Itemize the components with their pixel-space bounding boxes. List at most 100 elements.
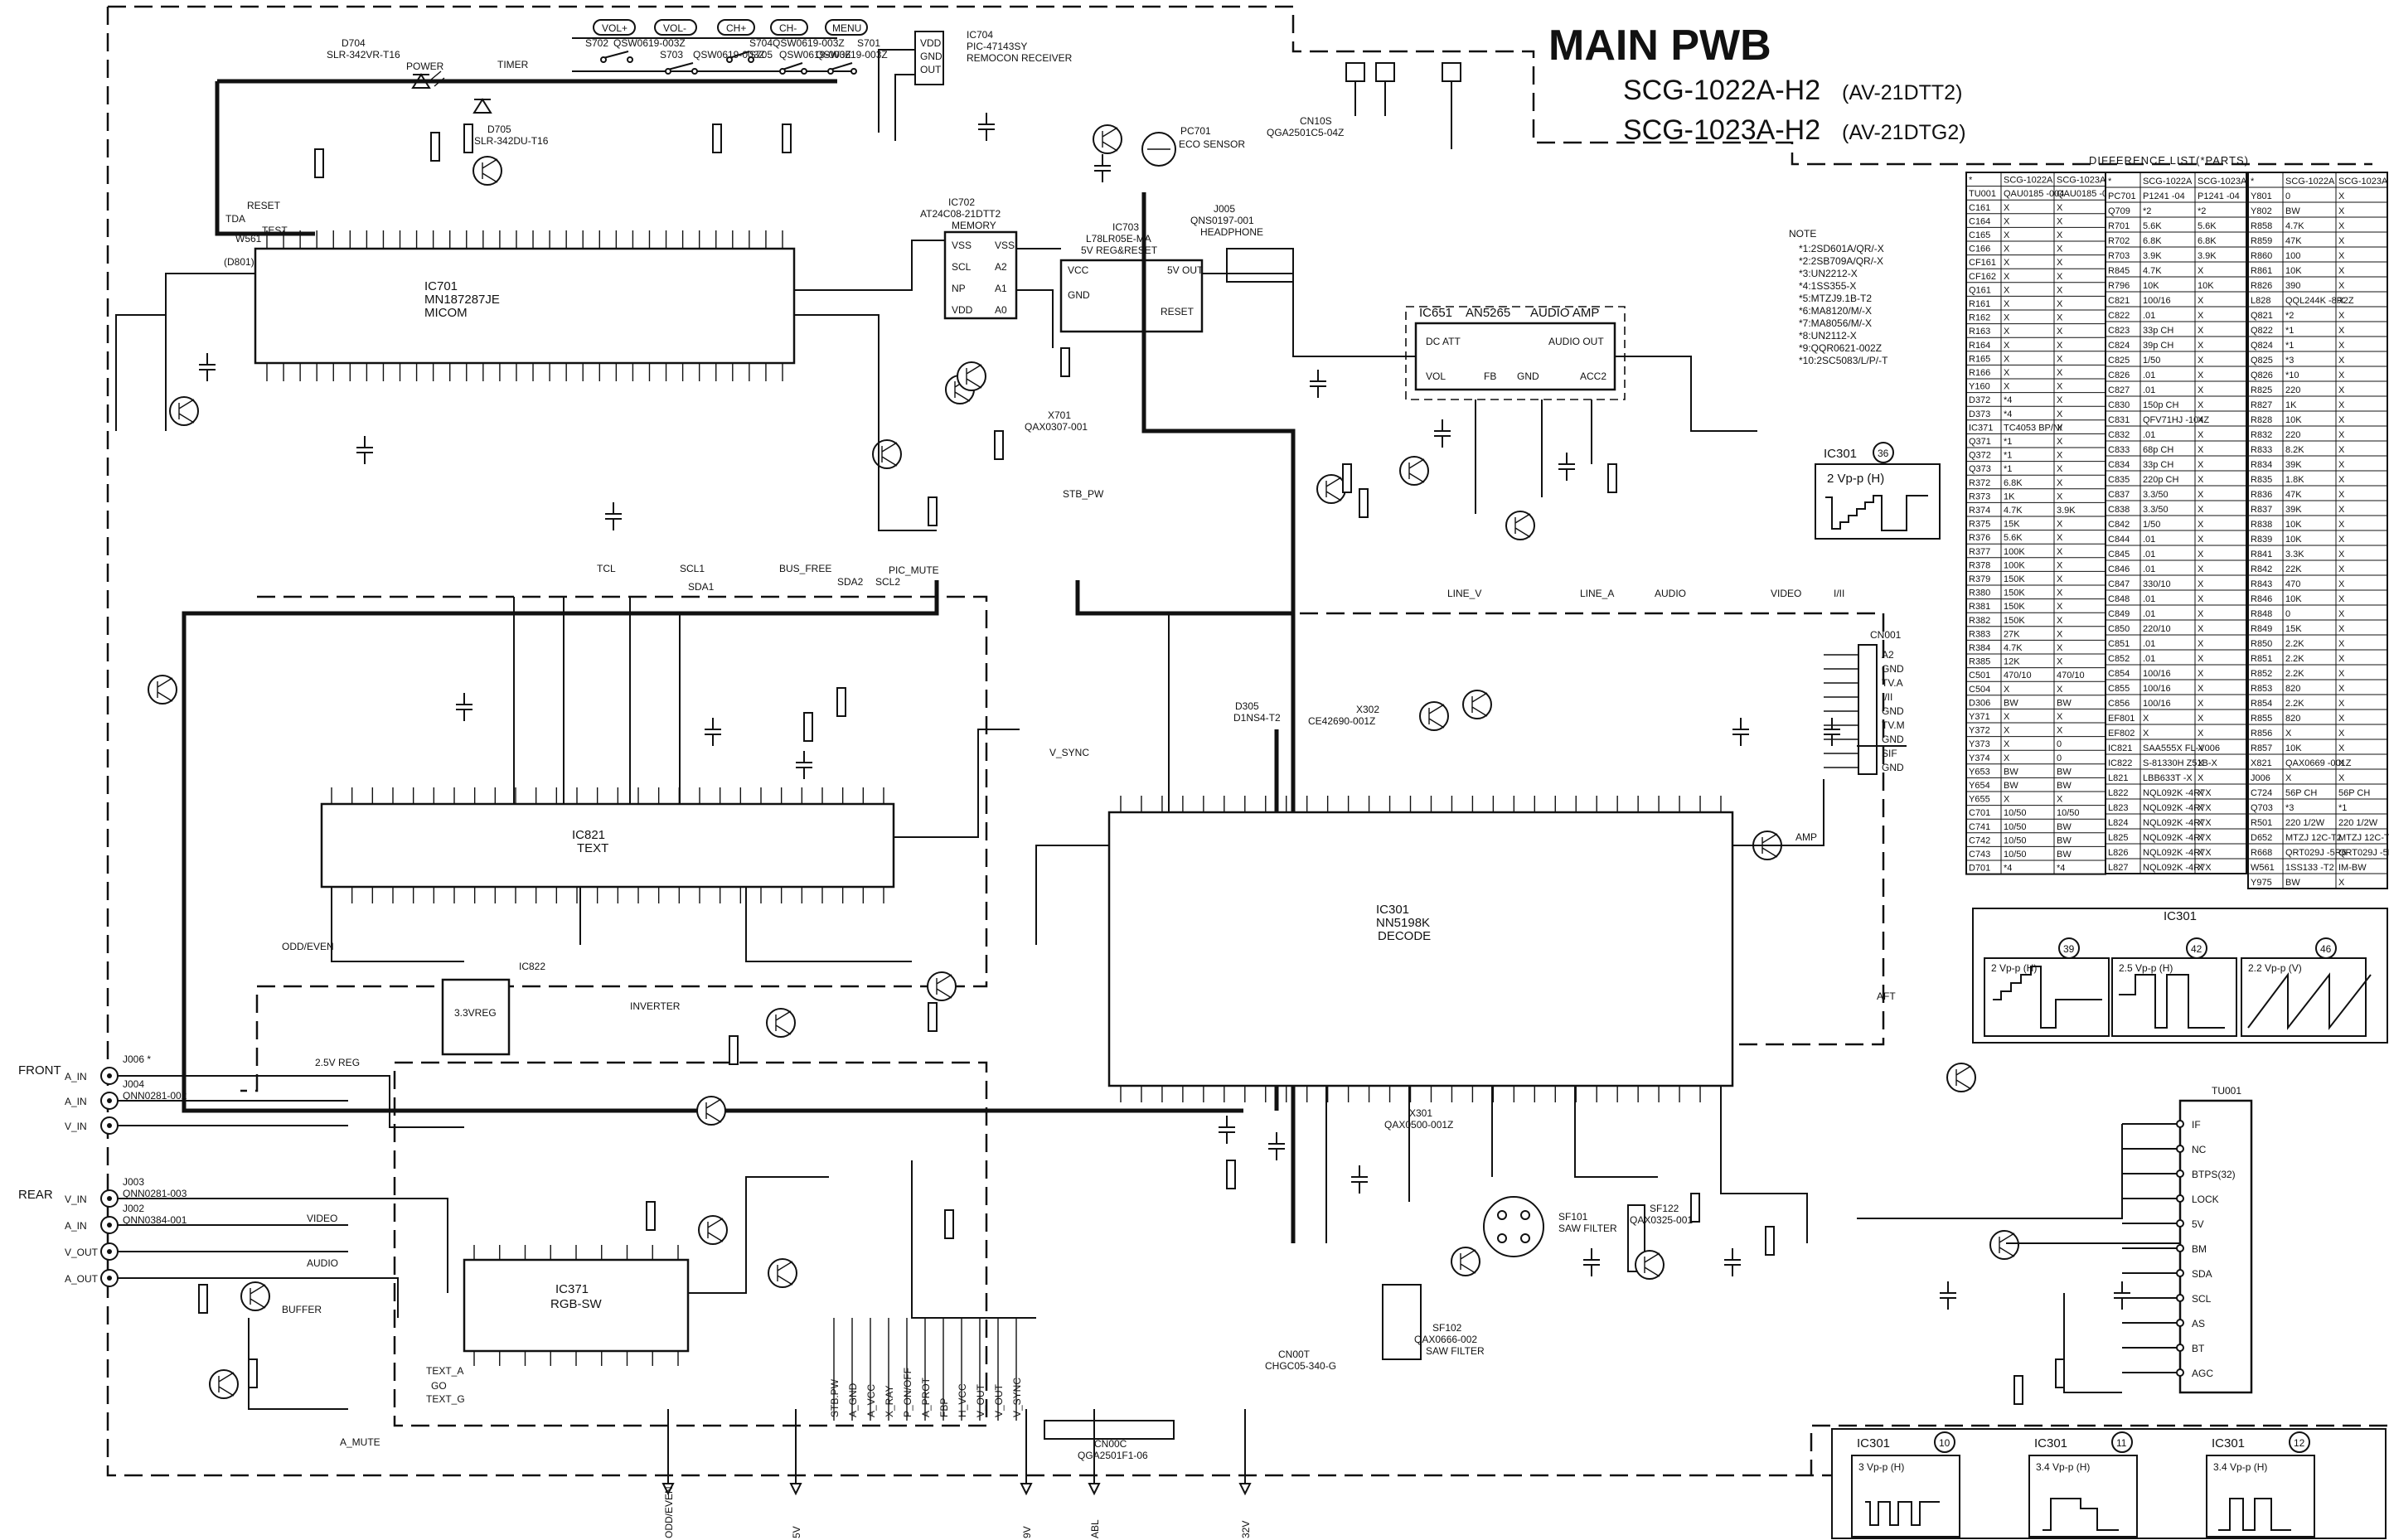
- transistor-body: [698, 1215, 728, 1245]
- table-cell: X: [2057, 478, 2063, 488]
- svg-text:VDD: VDD: [952, 304, 973, 316]
- rail-arrow: [661, 1483, 675, 1496]
- capacitor: [1094, 154, 1111, 182]
- table-cell: 470/10: [2057, 671, 2085, 680]
- table-cell: X: [2198, 550, 2204, 559]
- transistor-body: [472, 156, 502, 186]
- capacitor: [1219, 1116, 1235, 1144]
- jack-part: QNN0281-002: [123, 1090, 187, 1102]
- transistor-body: [169, 396, 199, 426]
- waveform-value: 3.4 Vp-p (H): [2036, 1461, 2090, 1473]
- table-cell: X: [2198, 341, 2204, 351]
- tuner-pin: [2176, 1145, 2184, 1153]
- trace: [348, 1075, 464, 1128]
- svg-text:J005: J005: [1214, 203, 1235, 215]
- table-cell: X: [2057, 423, 2063, 433]
- table-cell: 4.7K: [2004, 506, 2023, 516]
- trace: [1016, 248, 1061, 348]
- waveform-pin-circle: [2111, 1431, 2133, 1453]
- table-cell: 5.6K: [2004, 533, 2023, 543]
- table-cell: X: [2198, 266, 2204, 276]
- table-cell: X: [2198, 699, 2204, 709]
- capacitor: [796, 751, 812, 779]
- svg-text:V_SYNC: V_SYNC: [1049, 747, 1089, 758]
- table-cell: X: [2198, 714, 2204, 724]
- table-cell: 4.7K: [2004, 643, 2023, 653]
- tuner-pin-label: AGC: [2192, 1368, 2213, 1379]
- transistor-leads: [1955, 1065, 1972, 1090]
- svg-text:QSW0619-003Z: QSW0619-003Z: [773, 37, 845, 49]
- table-cell: C856: [2108, 699, 2130, 709]
- table-cell: X: [2057, 574, 2063, 584]
- svg-text:GND: GND: [1517, 370, 1539, 382]
- resistor: [1690, 1193, 1700, 1223]
- svg-text:AN5265: AN5265: [1466, 306, 1510, 320]
- tuner-pin-label: LOCK: [2192, 1194, 2219, 1205]
- jack-ref: J002: [123, 1203, 144, 1214]
- trace: [894, 729, 1020, 838]
- svg-text:S703: S703: [660, 49, 683, 61]
- table-cell: C831: [2108, 415, 2130, 425]
- table-cell: R845: [2108, 266, 2130, 276]
- capacitor: [1940, 1281, 1956, 1310]
- table-cell: X: [2004, 230, 2010, 240]
- table-cell: 12K: [2004, 657, 2020, 667]
- table-cell: R855: [2251, 714, 2272, 724]
- table-cell: 47K: [2285, 236, 2302, 246]
- table-cell: Y374: [1969, 753, 1990, 763]
- table-cell: PC701: [2108, 191, 2136, 201]
- table-cell: X: [2338, 385, 2345, 395]
- table-cell: *1: [2004, 451, 2012, 461]
- sheet-border: [106, 5, 2387, 1477]
- cn001-pin-label: I/II: [1882, 691, 1892, 703]
- table-cell: R166: [1969, 368, 1990, 378]
- jack-pin: [107, 1073, 112, 1078]
- table-cell: R796: [2108, 281, 2130, 291]
- tuner-pin: [2176, 1170, 2184, 1178]
- table-cell: R858: [2251, 221, 2272, 231]
- svg-text:IC704: IC704: [967, 29, 993, 41]
- table-cell: X: [2198, 624, 2204, 634]
- led-power: D704 SLR-342VR-T16 POWER: [327, 37, 445, 89]
- svg-text:X302: X302: [1356, 704, 1379, 715]
- table-cell: L828: [2251, 296, 2270, 306]
- table-cell: R377: [1969, 547, 1990, 557]
- svg-text:D704: D704: [342, 37, 366, 49]
- table-cell: MTZJ 12C-T2: [2338, 833, 2389, 843]
- svg-text:2.5V REG: 2.5V REG: [315, 1057, 360, 1068]
- table-cell: X: [2338, 758, 2345, 768]
- table-cell: X: [2198, 594, 2204, 604]
- table-cell: Q703: [2251, 803, 2273, 813]
- table-cell: *1: [2338, 803, 2347, 813]
- capacitor: [1824, 718, 1840, 746]
- transistor-body: [1316, 474, 1346, 504]
- table-cell: 10K: [2198, 281, 2214, 291]
- table-cell: X: [2338, 191, 2345, 201]
- table-cell: X: [2198, 326, 2204, 336]
- table-cell: 150K: [2004, 602, 2025, 612]
- eco-sensor-block: PC701 ECO SENSOR CN10S QGA2501C5-04Z J00…: [1141, 62, 1461, 283]
- table-cell: X: [2198, 520, 2204, 530]
- table-cell: D652: [2251, 833, 2272, 843]
- table-cell: TC4053 BP/N/: [2004, 423, 2063, 433]
- table-cell: 10/50: [2004, 835, 2027, 845]
- table-cell: X: [2198, 833, 2204, 843]
- table-cell: 150K: [2004, 588, 2025, 598]
- table-cell: X: [2057, 409, 2063, 419]
- table-cell: BW: [2285, 878, 2300, 888]
- saw-filter-block: SF101 SAW FILTER SF102 QAX0666-002 SAW F…: [1265, 1196, 1693, 1372]
- table-cell: R861: [2251, 266, 2272, 276]
- svg-text:SF102: SF102: [1432, 1322, 1462, 1334]
- transistor-leads: [1428, 704, 1445, 729]
- table-cell: IC371: [1969, 423, 1993, 433]
- resistor: [2013, 1375, 2023, 1405]
- table-cell: X: [2338, 475, 2345, 485]
- tuner-pin: [2176, 1120, 2184, 1128]
- svg-text:X301: X301: [1409, 1107, 1432, 1119]
- table-cell: MTZJ 12C-T2: [2285, 833, 2342, 843]
- svg-text:IC703: IC703: [1112, 221, 1139, 233]
- table-cell: X: [2057, 547, 2063, 557]
- table-cell: 0: [2285, 609, 2290, 619]
- table-cell: EF802: [2108, 729, 2135, 739]
